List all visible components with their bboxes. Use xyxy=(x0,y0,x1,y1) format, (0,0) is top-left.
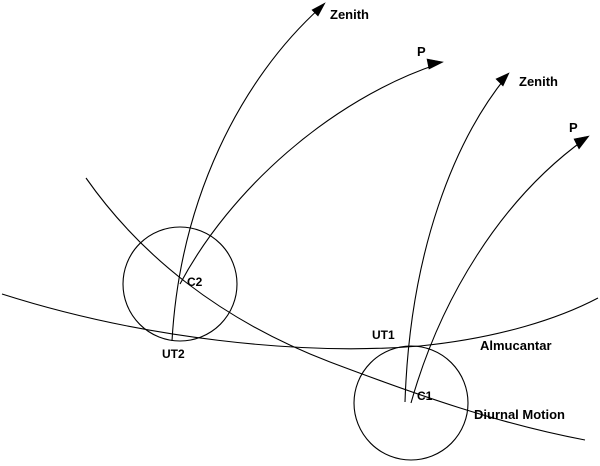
pole-arrowhead-top xyxy=(426,58,444,70)
pole-arrowhead-right xyxy=(573,135,590,150)
label-ut1: UT1 xyxy=(372,328,395,342)
almucantar-curve xyxy=(1,293,599,350)
zenith-arrowhead-right xyxy=(495,72,510,87)
circle-c2 xyxy=(122,226,238,342)
pole-line-c1 xyxy=(410,138,586,404)
circle-c1 xyxy=(353,345,469,461)
label-almucantar: Almucantar xyxy=(480,338,552,353)
zenith-arrowhead-top xyxy=(311,2,326,17)
zenith-line-ut2 xyxy=(171,6,322,342)
diurnal-motion-curve xyxy=(85,177,586,441)
label-ut2: UT2 xyxy=(162,347,185,361)
label-diurnal-motion: Diurnal Motion xyxy=(474,407,565,422)
pole-line-c2 xyxy=(179,63,439,285)
label-c1: C1 xyxy=(417,389,433,403)
label-pole-right: P xyxy=(569,120,578,135)
zenith-line-c1 xyxy=(404,76,507,403)
label-zenith-right: Zenith xyxy=(519,74,558,89)
label-c2: C2 xyxy=(187,275,203,289)
label-pole-top: P xyxy=(417,44,426,59)
label-zenith-top: Zenith xyxy=(330,7,369,22)
